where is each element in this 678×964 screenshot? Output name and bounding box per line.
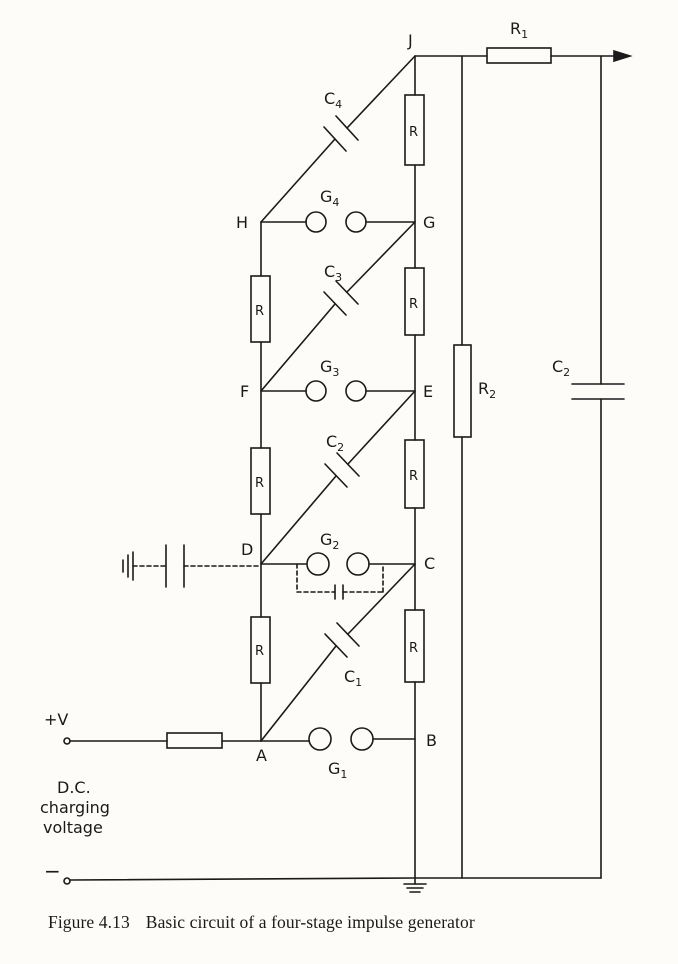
supply-positive-label: +V: [44, 710, 68, 729]
supply-label-line-1: D.C.: [57, 778, 91, 797]
node-label-e: E: [423, 382, 433, 401]
capacitor-c4: [260, 55, 416, 223]
label-g4: G4: [320, 187, 339, 209]
ground-line: [63, 877, 602, 885]
figure-caption-text: Basic circuit of a four-stage impulse ge…: [145, 912, 475, 932]
sphere-icon: [345, 380, 367, 402]
node-label-g: G: [423, 213, 435, 232]
label-c3: C3: [324, 262, 342, 284]
label-load-c2: C2: [552, 357, 570, 379]
supply-label-line-3: voltage: [43, 818, 103, 837]
label-r1: R1: [510, 19, 528, 41]
resistor-label: R: [409, 297, 418, 312]
load-capacitor-branch: [571, 55, 625, 879]
resistor-label: R: [255, 304, 264, 319]
sphere-icon: [350, 727, 374, 751]
resistor-f-d: [250, 447, 271, 515]
label-c4: C4: [324, 89, 342, 111]
resistor-c-b: [404, 609, 425, 683]
supply-label-line-2: charging: [40, 798, 110, 817]
trigger-circuit: [132, 563, 384, 593]
sphere-icon: [346, 552, 370, 576]
node-label-h: H: [236, 213, 248, 232]
ground-icon: [403, 877, 427, 893]
r2-branch: [453, 55, 472, 879]
node-label-c: C: [424, 554, 435, 573]
output-arrow-icon: [613, 49, 633, 63]
resistor-d-a: [250, 616, 271, 684]
spark-gap-g1: [260, 727, 416, 751]
node-label-j: J: [407, 31, 413, 50]
resistor-g-e: [404, 267, 425, 336]
node-label-f: F: [240, 382, 249, 401]
charging-resistor: [166, 732, 223, 749]
resistor-label: R: [255, 476, 264, 491]
node-label-d: D: [241, 540, 253, 559]
capacitor-c1: [260, 563, 416, 742]
resistor-r2: [453, 344, 472, 438]
battery-icon: [122, 544, 185, 588]
label-c1: C1: [344, 667, 362, 689]
resistor-r1: [486, 47, 552, 64]
label-g2: G2: [320, 530, 339, 552]
trigger-capacitor: [334, 584, 344, 600]
sphere-icon: [306, 552, 330, 576]
node-label-a: A: [256, 746, 267, 765]
label-r2: R2: [478, 379, 496, 401]
figure-number: Figure 4.13: [48, 912, 130, 932]
sphere-icon: [305, 211, 327, 233]
charging-input-line: [63, 732, 262, 749]
node-label-b: B: [426, 731, 437, 750]
resistor-label: R: [409, 125, 418, 140]
resistor-label: R: [409, 469, 418, 484]
resistor-h-f: [250, 275, 271, 343]
supply-negative-label: −: [44, 859, 61, 883]
output-line: [414, 47, 633, 64]
resistor-e-c: [404, 439, 425, 509]
label-g1: G1: [328, 759, 347, 781]
capacitor-c3: [260, 221, 416, 392]
label-c2: C2: [326, 432, 344, 454]
capacitor-c2: [260, 390, 416, 565]
figure-caption: Figure 4.13 Basic circuit of a four-stage…: [48, 912, 668, 933]
resistor-j-g: [404, 94, 425, 166]
sphere-icon: [308, 727, 332, 751]
sphere-icon: [345, 211, 367, 233]
spark-gap-g3: [260, 380, 416, 402]
resistor-label: R: [409, 641, 418, 656]
spark-gap-g2: [260, 552, 416, 576]
label-g3: G3: [320, 357, 339, 379]
sphere-icon: [305, 380, 327, 402]
resistor-label: R: [255, 644, 264, 659]
spark-gap-g4: [260, 211, 416, 233]
